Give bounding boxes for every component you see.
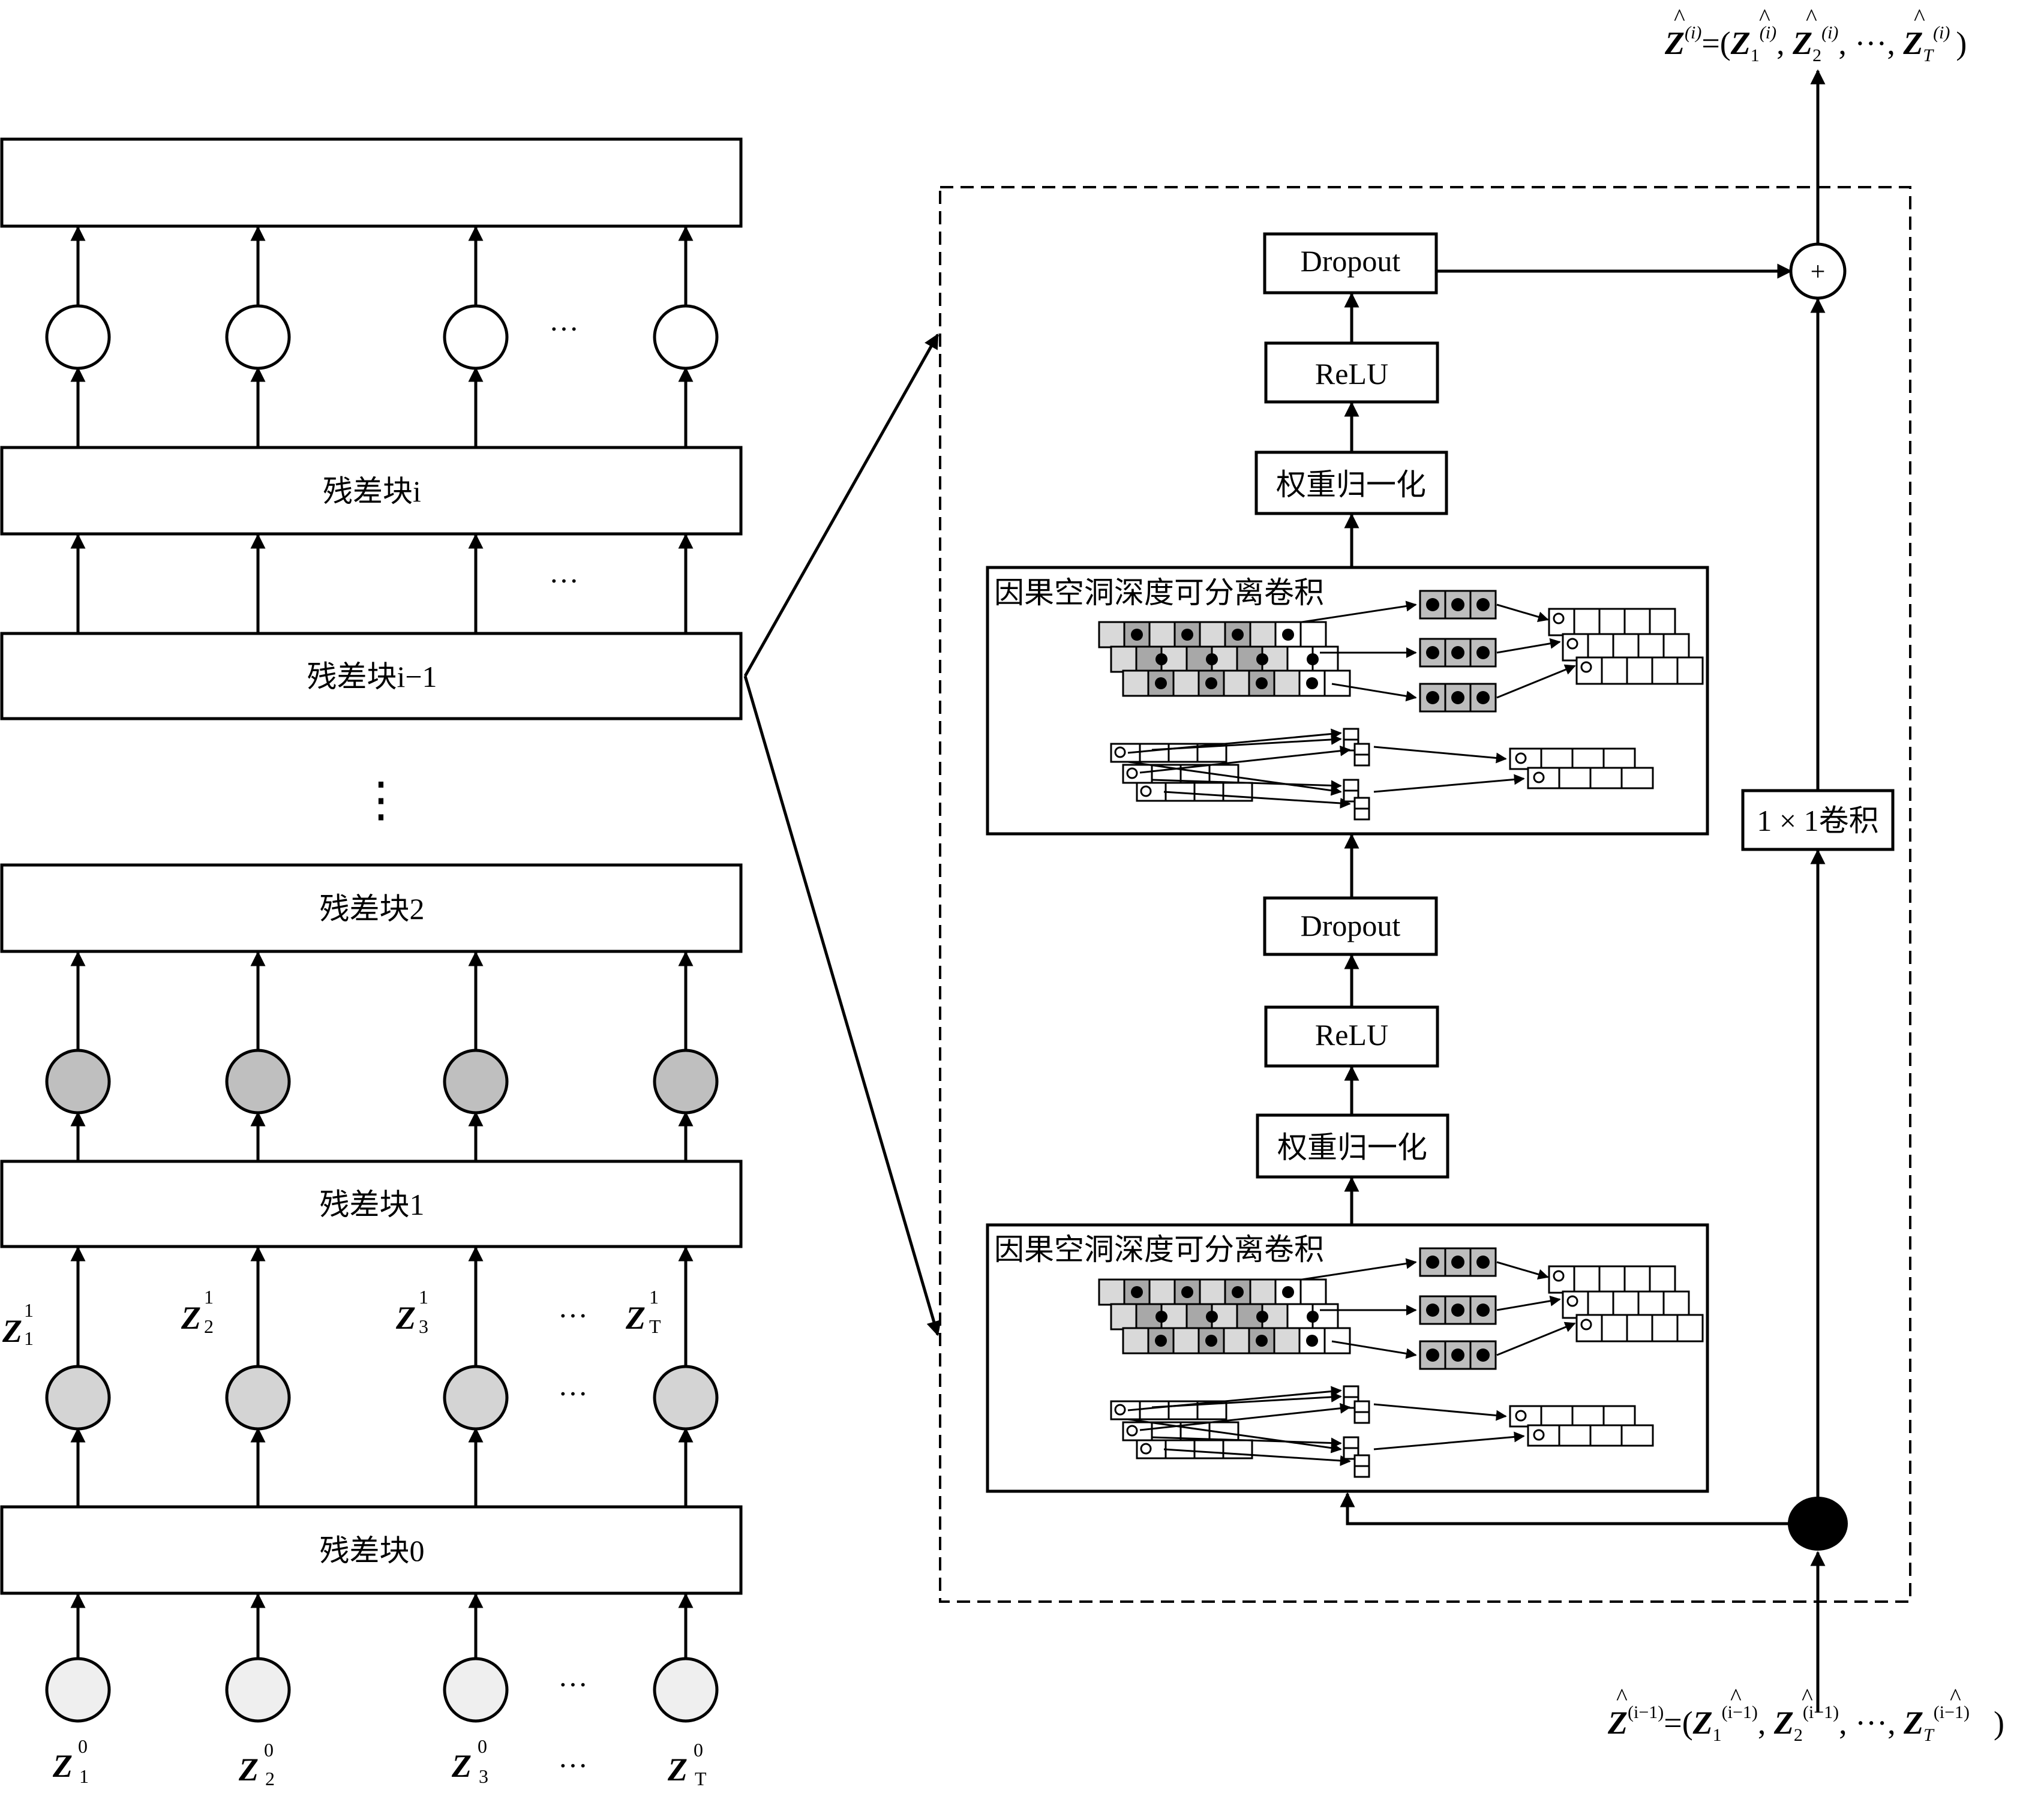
z1-label-2-sup: 1 bbox=[204, 1286, 214, 1308]
block0-output-node-2 bbox=[225, 1365, 291, 1431]
vertical-ellipsis: ⋮ bbox=[357, 774, 405, 827]
z0-label-2-sub: 2 bbox=[265, 1768, 275, 1789]
input-hat-marks: ^^^^ bbox=[1616, 1683, 1961, 1710]
input-node-1 bbox=[45, 1657, 111, 1723]
z0-label-T-sub: T bbox=[695, 1768, 707, 1789]
residual-block-i bbox=[0, 446, 743, 536]
conv-block-lower-label: 因果空洞深度可分离卷积 bbox=[994, 1233, 1324, 1266]
output-formula: Z(i)=(Z1(i), Z2(i), ···, ZT(i)) ^^^^ bbox=[1664, 4, 1967, 65]
dropout-lower-label: Dropout bbox=[1301, 909, 1401, 942]
block2-output-node-1 bbox=[45, 1049, 111, 1115]
weightnorm-upper-label: 权重归一化 bbox=[1276, 468, 1426, 501]
conv-illustration-lower bbox=[1098, 1247, 1704, 1478]
output-formula-text: Z(i)=(Z1(i), Z2(i), ···, ZT(i)) bbox=[1664, 23, 1967, 65]
z1-label-T-sup: 1 bbox=[649, 1286, 659, 1308]
z1-label-3: Z bbox=[395, 1300, 416, 1336]
ellipsis-output-row: ··· bbox=[549, 312, 579, 346]
dropout-upper bbox=[1263, 232, 1438, 295]
relu-upper-label: ReLU bbox=[1315, 357, 1388, 391]
weightnorm-lower-label: 权重归一化 bbox=[1277, 1131, 1427, 1164]
z0-label-3-sub: 3 bbox=[479, 1765, 488, 1787]
z0-label-1-sub: 1 bbox=[79, 1765, 89, 1787]
block0-output-node-4 bbox=[653, 1365, 719, 1431]
top-output-box bbox=[0, 137, 743, 228]
input-formula-text: Z(i−1)=(Z1(i−1), Z2(i−1), ···, ZT(i−1)) bbox=[1607, 1702, 2004, 1745]
ellipsis-input-nodes: ··· bbox=[558, 1668, 588, 1701]
conv-illustration-upper bbox=[1098, 590, 1704, 821]
z0-label-1-sup: 0 bbox=[78, 1735, 88, 1757]
add-symbol: + bbox=[1811, 257, 1826, 286]
relu-upper bbox=[1264, 341, 1439, 404]
z1-labels: Z 1 1 Z 1 2 Z 1 3 Z 1 T bbox=[2, 1286, 661, 1349]
relu-lower bbox=[1264, 1005, 1439, 1068]
z1-label-T: Z bbox=[625, 1300, 646, 1336]
block0-output-node-1 bbox=[45, 1365, 111, 1431]
block2-output-node-2 bbox=[225, 1049, 291, 1115]
residual-block-1-label: 残差块1 bbox=[320, 1188, 425, 1221]
dropout-upper-label: Dropout bbox=[1301, 244, 1401, 278]
z1-label-2-sub: 2 bbox=[204, 1316, 214, 1337]
z1-label-3-sub: 3 bbox=[419, 1316, 428, 1337]
input-formula: Z(i−1)=(Z1(i−1), Z2(i−1), ···, ZT(i−1)) … bbox=[1607, 1683, 2004, 1745]
z1-label-1-sub: 1 bbox=[24, 1328, 34, 1349]
left-columns bbox=[45, 226, 719, 1723]
zoom-line-bottom bbox=[743, 675, 941, 1337]
residual-block-2 bbox=[0, 863, 743, 953]
output-node-2 bbox=[225, 304, 291, 370]
z0-label-3-sup: 0 bbox=[478, 1735, 487, 1757]
residual-block-2-label: 残差块2 bbox=[320, 892, 425, 926]
split-node bbox=[1788, 1497, 1848, 1551]
z0-label-3: Z bbox=[451, 1748, 472, 1784]
residual-block-i-minus-1-label: 残差块i−1 bbox=[307, 660, 437, 693]
output-hat-marks: ^^^^ bbox=[1674, 4, 1925, 31]
output-node-3 bbox=[443, 304, 509, 370]
z0-label-T-sup: 0 bbox=[694, 1739, 703, 1761]
residual-block-i-minus-1 bbox=[0, 632, 743, 720]
residual-block-0-label: 残差块0 bbox=[320, 1534, 425, 1567]
residual-block-i-label: 残差块i bbox=[323, 474, 421, 508]
conv-block-upper-label: 因果空洞深度可分离卷积 bbox=[994, 576, 1324, 609]
input-node-3 bbox=[443, 1657, 509, 1723]
block0-output-node-3 bbox=[443, 1365, 509, 1431]
input-node-4 bbox=[653, 1657, 719, 1723]
z0-label-T: Z bbox=[667, 1752, 688, 1788]
z1-label-3-sup: 1 bbox=[419, 1286, 428, 1308]
zoom-line-top bbox=[743, 333, 940, 677]
block2-output-node-3 bbox=[443, 1049, 509, 1115]
arrow-input-to-conv-lower bbox=[1340, 1492, 1818, 1525]
output-node-1 bbox=[45, 304, 111, 370]
relu-lower-label: ReLU bbox=[1315, 1018, 1388, 1052]
z0-label-1: Z bbox=[52, 1748, 73, 1784]
dropout-lower bbox=[1263, 896, 1438, 956]
left-stack: 残差块i 残差块i−1 残差块2 残差块1 残差块0 ⋮ ··· ··· ···… bbox=[0, 137, 743, 1789]
ellipsis-input-labels: ··· bbox=[558, 1749, 588, 1782]
skip-conv-label: 1 × 1卷积 bbox=[1757, 804, 1878, 837]
ellipsis-between-blocks: ··· bbox=[549, 564, 579, 597]
z1-label-1-sup: 1 bbox=[24, 1299, 34, 1321]
z1-label-1: Z bbox=[2, 1313, 22, 1349]
output-node-4 bbox=[653, 304, 719, 370]
z1-label-2: Z bbox=[181, 1300, 201, 1336]
residual-block-detail: Dropout ReLU 权重归一化 Dropout ReLU 权重归一化 因果… bbox=[939, 4, 2004, 1745]
residual-block-0 bbox=[0, 1505, 743, 1595]
z0-label-2-sup: 0 bbox=[264, 1739, 274, 1761]
ellipsis-block0-nodes: ··· bbox=[558, 1377, 588, 1410]
skip-conv-box bbox=[1741, 789, 1895, 851]
block2-output-node-4 bbox=[653, 1049, 719, 1115]
z0-label-2: Z bbox=[238, 1752, 259, 1788]
input-node-2 bbox=[225, 1657, 291, 1723]
z1-label-T-sub: T bbox=[649, 1316, 661, 1337]
detail-dashed-border bbox=[939, 186, 1911, 1603]
ellipsis-z1-labels: ··· bbox=[558, 1299, 588, 1332]
z0-labels: Z 0 1 Z 0 2 Z 0 3 Z 0 T bbox=[52, 1735, 707, 1789]
residual-block-1 bbox=[0, 1160, 743, 1248]
